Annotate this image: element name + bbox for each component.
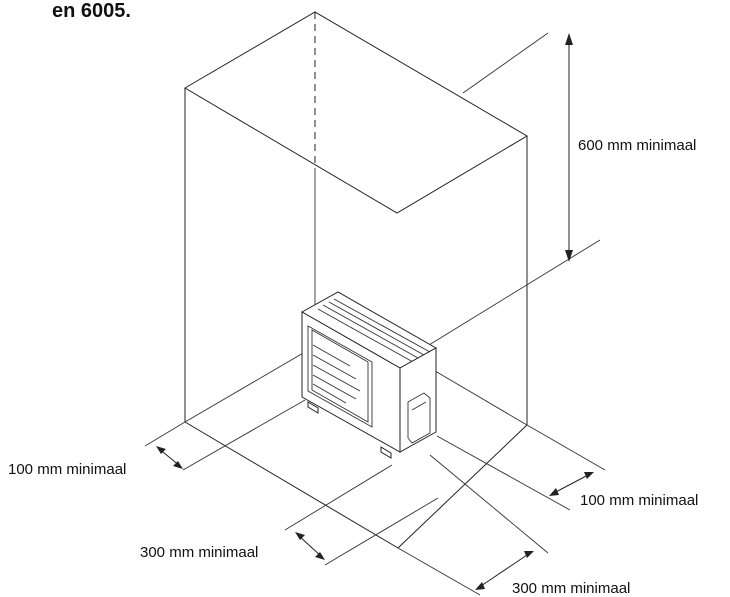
box-top-face bbox=[184, 11, 528, 214]
unit-top-grille-line bbox=[328, 301, 425, 356]
unit-foot bbox=[307, 401, 319, 414]
top-arrow-down bbox=[565, 250, 573, 262]
section-heading: en 6005. bbox=[52, 0, 131, 22]
top-clearance-dimension: 600 mm minimaal bbox=[428, 32, 696, 346]
unit-top-grille-line bbox=[333, 298, 431, 353]
rear-clearance-label: 300 mm minimaal bbox=[512, 580, 630, 597]
unit-valve-cover-detail bbox=[411, 401, 427, 411]
front-extension-line-b bbox=[324, 497, 439, 566]
rear-extension-line-a bbox=[397, 547, 481, 596]
front-arrow-b bbox=[315, 552, 325, 560]
rear-arrow-b bbox=[524, 551, 534, 558]
front-arrow-a bbox=[295, 532, 305, 540]
left-extension-line-a bbox=[144, 421, 186, 447]
unit-foot bbox=[380, 446, 392, 459]
rear-extension-line-b bbox=[429, 454, 549, 554]
unit-grille-slat bbox=[312, 364, 361, 392]
left-arrow-a bbox=[156, 446, 166, 454]
unit-top-grille-line bbox=[322, 304, 419, 359]
top-extension-line bbox=[462, 32, 549, 94]
right-side-clearance-dimension: 100 mm minimaal bbox=[436, 424, 698, 511]
right-arrow-a bbox=[549, 488, 559, 496]
front-clearance-dimension: 300 mm minimaal bbox=[140, 464, 439, 566]
box-bottom-front-edge bbox=[184, 421, 399, 549]
rear-dimension-line bbox=[477, 552, 531, 589]
front-dimension-line bbox=[297, 534, 323, 558]
top-arrow-up bbox=[565, 33, 573, 45]
front-extension-line-a bbox=[284, 464, 393, 531]
unit-grille-slat bbox=[312, 374, 357, 400]
top-extension-line-lower bbox=[428, 239, 601, 346]
rear-clearance-dimension: 300 mm minimaal bbox=[397, 454, 630, 597]
right-arrow-b bbox=[584, 472, 594, 479]
left-side-clearance-label: 100 mm minimaal bbox=[8, 461, 126, 478]
rear-arrow-a bbox=[475, 582, 485, 590]
unit-grille-slat bbox=[312, 354, 357, 380]
unit-grille-slat bbox=[312, 383, 347, 404]
front-clearance-label: 300 mm minimaal bbox=[140, 544, 258, 561]
box-bottom-right-edge bbox=[397, 424, 528, 549]
unit-fan-grille-frame bbox=[307, 325, 373, 428]
right-extension-line-b bbox=[526, 424, 606, 471]
box-floor-left-edge bbox=[184, 351, 306, 423]
unit-side-face bbox=[399, 347, 437, 453]
box-floor-right-edge bbox=[429, 367, 528, 426]
right-dimension-line bbox=[551, 473, 591, 495]
unit-fan-grille-inner bbox=[311, 329, 369, 423]
unit-valve-cover bbox=[407, 392, 431, 444]
top-clearance-label: 600 mm minimaal bbox=[578, 137, 696, 154]
right-extension-line-a bbox=[436, 435, 571, 511]
unit-grille-slat bbox=[312, 344, 351, 367]
left-side-clearance-dimension: 100 mm minimaal bbox=[8, 399, 306, 478]
clearance-box bbox=[184, 11, 528, 549]
left-arrow-b bbox=[173, 461, 183, 469]
outdoor-unit bbox=[300, 291, 438, 459]
right-side-clearance-label: 100 mm minimaal bbox=[580, 492, 698, 509]
left-extension-line-b bbox=[182, 399, 306, 471]
unit-top-grille-line bbox=[317, 308, 414, 363]
